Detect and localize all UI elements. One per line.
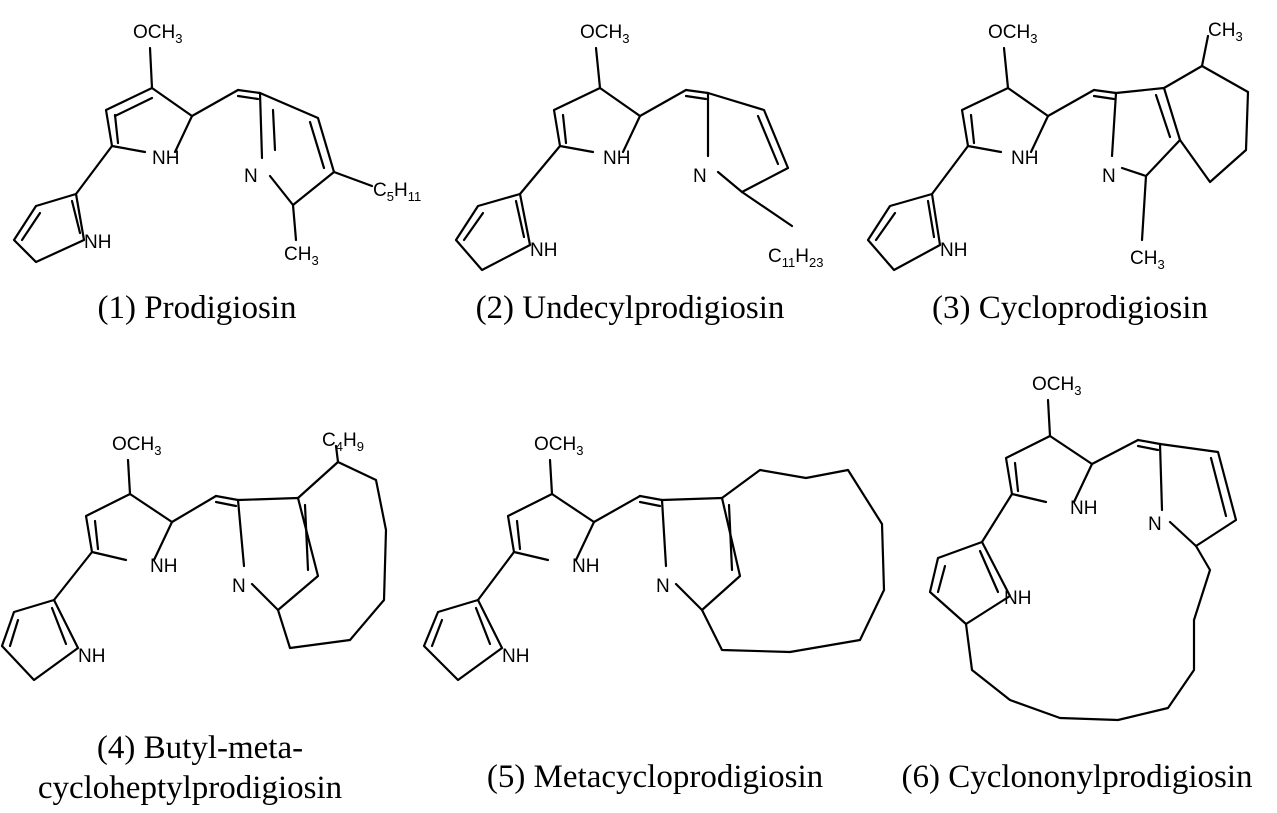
methyl-label: CH3 <box>284 244 319 268</box>
bonds-cyclononylprodigiosin <box>928 398 1238 722</box>
n-ring-label: N <box>244 166 258 187</box>
caption-metacycloprodigiosin: (5) Metacycloprodigiosin <box>486 759 824 795</box>
nh-center-label: NH <box>1011 148 1038 169</box>
methoxy-label: OCH3 <box>988 22 1037 46</box>
structure-metacycloprodigiosin: OCH3 NH NH N <box>422 434 886 682</box>
methyl-bottom-label: CH3 <box>1130 248 1165 272</box>
caption-undecylprodigiosin: (2) Undecylprodigiosin <box>475 290 785 326</box>
caption-cycloprodigiosin: (3) Cycloprodigiosin <box>932 290 1208 326</box>
nh-pyrrole-label: NH <box>502 646 529 667</box>
n-ring-label: N <box>693 166 707 187</box>
caption-prodigiosin: (1) Prodigiosin <box>97 290 297 326</box>
n-ring-label: N <box>656 576 670 597</box>
nh-pyrrole-label: NH <box>1004 588 1031 609</box>
methoxy-label: OCH3 <box>1032 374 1081 398</box>
structure-cycloprodigiosin: OCH3 NH NH N CH3 CH3 <box>866 20 1250 272</box>
n-ring-label: N <box>1148 514 1162 535</box>
methoxy-label: OCH3 <box>534 434 583 458</box>
n-ring-label: N <box>232 576 246 597</box>
nh-center-label: NH <box>603 148 630 169</box>
methoxy-label: OCH3 <box>133 22 182 46</box>
caption-butyl-meta-line1: (4) Butyl-meta- <box>96 730 304 766</box>
alkyl-label: C11H23 <box>768 246 823 270</box>
nh-pyrrole-label: NH <box>940 240 967 261</box>
bonds-metacycloprodigiosin <box>422 458 886 682</box>
methoxy-label: OCH3 <box>580 22 629 46</box>
bonds-undecylprodigiosin <box>454 46 794 272</box>
bonds-prodigiosin <box>12 46 374 264</box>
n-ring-label: N <box>1102 166 1116 187</box>
caption-cyclononylprodigiosin: (6) Cyclononylprodigiosin <box>901 759 1253 795</box>
nh-center-label: NH <box>1070 498 1097 519</box>
methoxy-label: OCH3 <box>112 434 161 458</box>
nh-pyrrole-label: NH <box>530 240 557 261</box>
nh-center-label: NH <box>572 556 599 577</box>
structure-butyl-meta-cycloheptylprodigiosin: OCH3 NH NH N C4H9 <box>0 430 388 682</box>
caption-butyl-meta-line2: cycloheptylprodigiosin <box>37 770 343 806</box>
structure-prodigiosin: OCH3 NH NH N C5H11 CH3 <box>12 22 421 268</box>
nh-pyrrole-label: NH <box>78 646 105 667</box>
nh-center-label: NH <box>152 148 179 169</box>
alkyl-label: C5H11 <box>373 180 421 204</box>
nh-pyrrole-label: NH <box>84 232 111 253</box>
structure-cyclononylprodigiosin: OCH3 NH NH N <box>928 374 1238 722</box>
bonds-butyl-meta-cycloheptylprodigiosin <box>0 444 388 682</box>
structure-undecylprodigiosin: OCH3 NH NH N C11H23 <box>454 22 823 272</box>
nh-center-label: NH <box>150 556 177 577</box>
alkyl-label: C4H9 <box>322 430 364 454</box>
bonds-cycloprodigiosin <box>866 34 1250 272</box>
methyl-top-label: CH3 <box>1208 20 1243 44</box>
